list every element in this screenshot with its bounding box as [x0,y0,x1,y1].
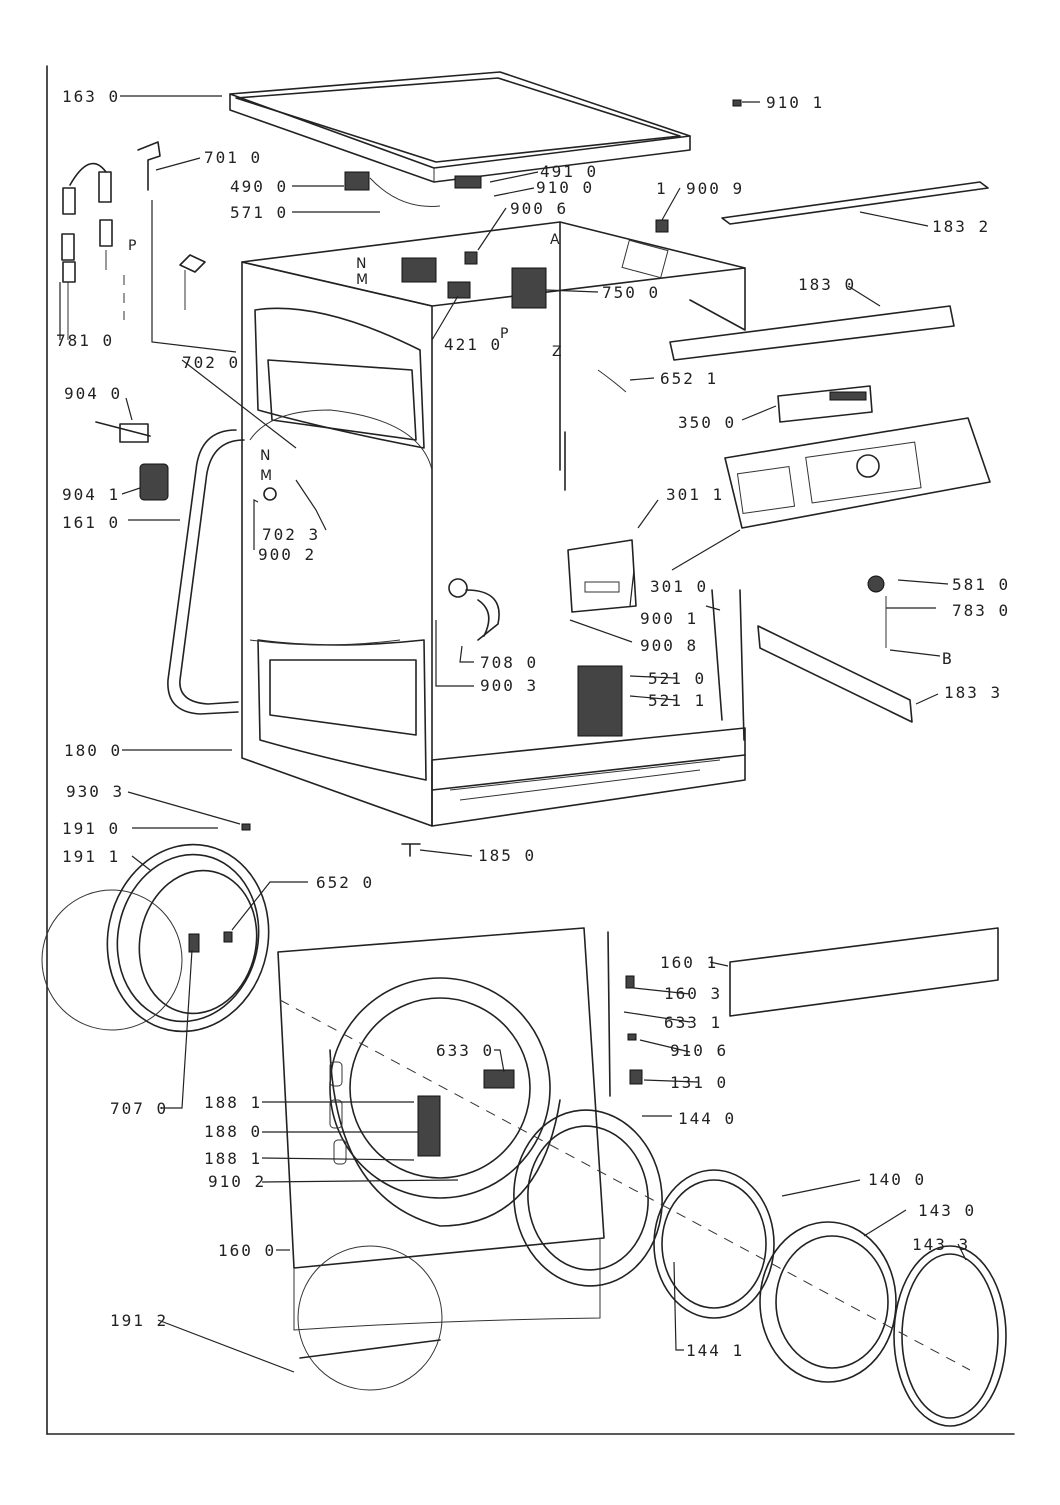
diagram-frame [46,65,1015,1435]
callout-910-6: 910 6 [670,1041,728,1060]
callout-702-3: 702 3 [262,525,320,544]
console-panel [724,417,991,529]
callout-163-0: 163 0 [62,87,120,106]
callout-350-0: 350 0 [678,413,736,432]
callout-161-0: 161 0 [62,513,120,532]
wire-letter-N-mid: N [260,448,270,464]
callout-188-1-top: 188 1 [204,1093,262,1112]
callout-160-0: 160 0 [218,1241,276,1260]
wire-letter-N-top: N [356,256,366,272]
callout-783-0: 783 0 [952,601,1010,620]
callout-491-0: 491 0 [540,162,598,181]
cabinet-body [241,221,746,827]
hose-161 [167,429,245,715]
door-assembly [279,999,1007,1427]
callout-633-0: 633 0 [436,1041,494,1060]
door-bellows [41,843,270,1033]
shock-absorber [137,141,206,340]
callout-910-0: 910 0 [536,178,594,197]
callout-490-0: 490 0 [230,177,288,196]
wire-letter-P-mid: P [500,326,508,342]
callout-904-1: 904 1 [62,485,120,504]
callout-900-1: 900 1 [640,609,698,628]
callout-900-2: 900 2 [258,545,316,564]
callout-652-0: 652 0 [316,873,374,892]
callout-421-0: 421 0 [444,335,502,354]
top-cover [229,71,691,183]
front-panel [277,927,605,1391]
callout-708-0: 708 0 [480,653,538,672]
callout-191-0: 191 0 [62,819,120,838]
sump-hose [448,578,500,641]
callout-144-1: 144 1 [686,1341,744,1360]
wire-letters: N M P A P Z N M [128,232,562,484]
door-lock-parts [344,99,742,309]
callout-183-0: 183 0 [798,275,856,294]
callout-144-0: 144 0 [678,1109,736,1128]
callout-904-0: 904 0 [64,384,122,403]
callout-701-0: 701 0 [204,148,262,167]
callout-900-9: 900 9 [686,179,744,198]
wire-letter-Z: Z [552,344,562,360]
callout-labels: 163 0 910 1 701 0 491 0 490 0 910 0 900 … [56,87,1010,1360]
callout-180-0: 180 0 [64,741,122,760]
trim-strip-160-1 [729,927,999,1017]
callout-191-2: 191 2 [110,1311,168,1330]
callout-160-3: 160 3 [664,984,722,1003]
callout-131-0: 131 0 [670,1073,728,1092]
wire-letter-M-mid: M [260,468,272,484]
callout-571-0: 571 0 [230,203,288,222]
callout-183-2: 183 2 [932,217,990,236]
callout-301-0: 301 0 [650,577,708,596]
callout-521-0: 521 0 [648,669,706,688]
top-strip-183-2 [721,181,989,225]
suspension-springs [61,162,125,340]
detergent-drawer [567,539,637,613]
callout-183-3: 183 3 [944,683,1002,702]
callout-930-3: 930 3 [66,782,124,801]
wire-letter-A: A [550,232,560,248]
callout-188-0: 188 0 [204,1122,262,1141]
front-rail-183-3 [757,625,913,723]
callout-B: B [942,649,954,668]
small-fasteners [95,369,627,857]
wire-letter-P-left: P [128,238,136,254]
callout-910-2: 910 2 [208,1172,266,1191]
lower-fasteners [607,931,643,1097]
callout-900-3: 900 3 [480,676,538,695]
wire-letter-M-top: M [356,272,368,288]
leader-lines [59,95,967,1373]
callout-191-1: 191 1 [62,847,120,866]
callout-652-1: 652 1 [660,369,718,388]
callout-750-0: 750 0 [602,283,660,302]
callout-1: 1 [656,179,668,198]
front-rail-183-0 [669,305,955,361]
callout-521-1: 521 1 [648,691,706,710]
callout-143-0: 143 0 [918,1201,976,1220]
callout-185-0: 185 0 [478,846,536,865]
base-frame [431,754,746,791]
callout-633-1: 633 1 [664,1013,722,1032]
pressure-switch [867,575,887,648]
callout-581-0: 581 0 [952,575,1010,594]
callout-160-1: 160 1 [660,953,718,972]
callout-910-1: 910 1 [766,93,824,112]
callout-707-0: 707 0 [110,1099,168,1118]
callout-900-8: 900 8 [640,636,698,655]
callout-900-6: 900 6 [510,199,568,218]
callout-143-3: 143 3 [912,1235,970,1254]
motor-module [577,589,745,741]
callout-781-0: 781 0 [56,331,114,350]
callout-301-1: 301 1 [666,485,724,504]
callout-140-0: 140 0 [868,1170,926,1189]
control-board [777,385,873,423]
callout-702-0: 702 0 [182,353,240,372]
callout-188-1-bottom: 188 1 [204,1149,262,1168]
